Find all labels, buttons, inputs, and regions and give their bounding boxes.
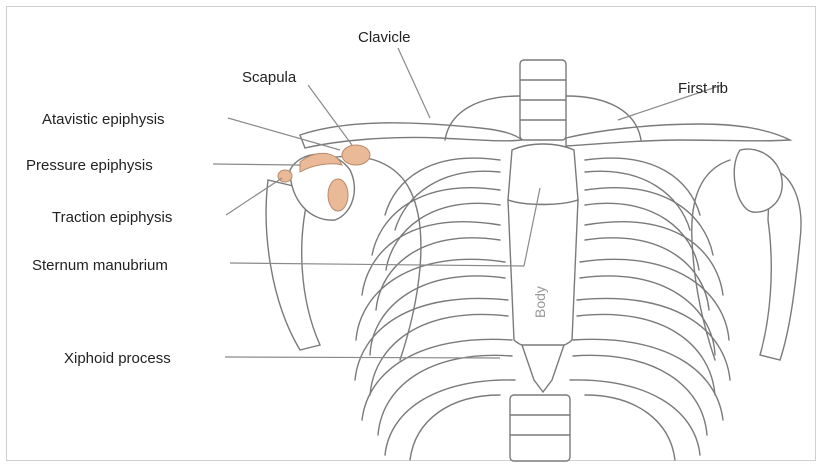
label-pressure-epiphysis: Pressure epiphysis <box>26 157 153 174</box>
traction-epiphysis-mark <box>328 179 348 211</box>
label-sternum-manubrium: Sternum manubrium <box>32 257 168 274</box>
label-body: Body <box>532 286 548 318</box>
label-scapula: Scapula <box>242 69 297 86</box>
left-ribs <box>355 158 515 460</box>
label-clavicle: Clavicle <box>358 29 411 46</box>
label-xiphoid-process: Xiphoid process <box>64 350 171 367</box>
atavistic-epiphysis-mark <box>342 145 370 165</box>
small-epiphysis-mark <box>278 170 292 182</box>
sternum <box>508 144 578 392</box>
label-traction-epiphysis: Traction epiphysis <box>52 209 172 226</box>
right-ribs <box>570 158 730 460</box>
label-first-rib: First rib <box>678 80 728 97</box>
labels: Clavicle Scapula First rib Atavistic epi… <box>26 29 728 367</box>
label-atavistic-epiphysis: Atavistic epiphysis <box>42 111 165 128</box>
